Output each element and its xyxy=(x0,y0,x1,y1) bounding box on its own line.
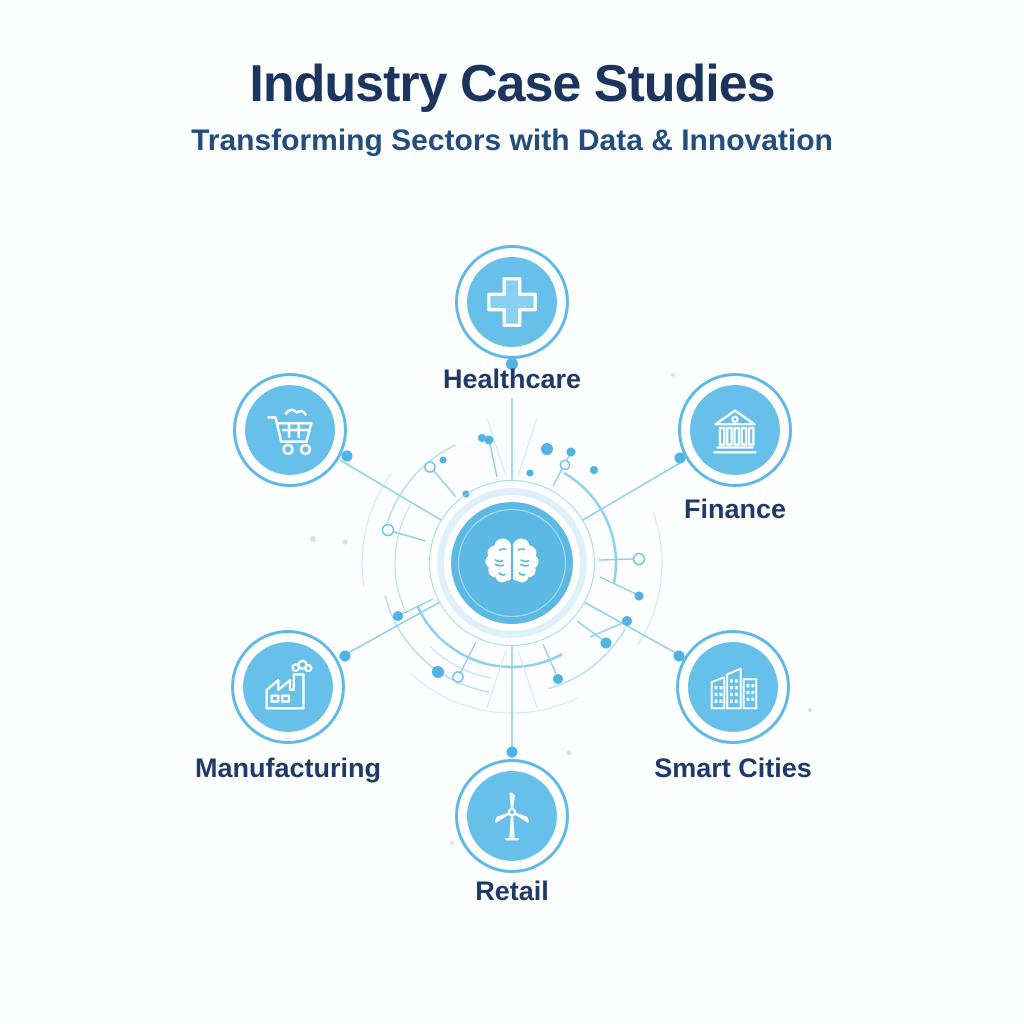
node-manufacturing-disc xyxy=(243,642,333,732)
node-retail xyxy=(455,759,569,873)
node-finance-disc xyxy=(690,385,780,475)
node-smart-cities-disc xyxy=(688,642,778,732)
wind-turbine-icon xyxy=(494,792,530,841)
hub-white-ring xyxy=(444,495,580,631)
hub-glow-ring xyxy=(437,488,587,638)
node-smart-cities xyxy=(676,630,790,744)
shopping-cart-icon xyxy=(267,408,313,455)
node-manufacturing-label: Manufacturing xyxy=(195,753,381,783)
node-finance-label: Finance xyxy=(683,494,787,524)
central-hub xyxy=(429,480,595,646)
factory-icon xyxy=(265,659,313,710)
city-buildings-icon xyxy=(710,667,758,710)
page-title: Industry Case Studies xyxy=(249,55,775,113)
page-subtitle: Transforming Sectors with Data & Innovat… xyxy=(191,124,833,157)
node-healthcare-label: Healthcare xyxy=(442,364,582,394)
node-manufacturing xyxy=(231,630,345,744)
node-retail-disc xyxy=(467,771,557,861)
node-retail-label: Retail xyxy=(475,876,549,906)
node-healthcare-disc xyxy=(467,257,557,347)
header: Industry Case Studies Transforming Secto… xyxy=(0,54,1024,158)
hub-inner-ring xyxy=(458,509,566,617)
medical-cross-icon xyxy=(487,277,537,327)
bank-icon xyxy=(713,409,757,454)
node-smart-cities-label: Smart Cities xyxy=(654,753,812,783)
node-finance xyxy=(678,373,792,487)
node-shopping-cart xyxy=(233,373,347,487)
hub-disc xyxy=(451,502,573,624)
node-healthcare xyxy=(455,245,569,359)
node-shopping-cart-disc xyxy=(245,385,335,475)
